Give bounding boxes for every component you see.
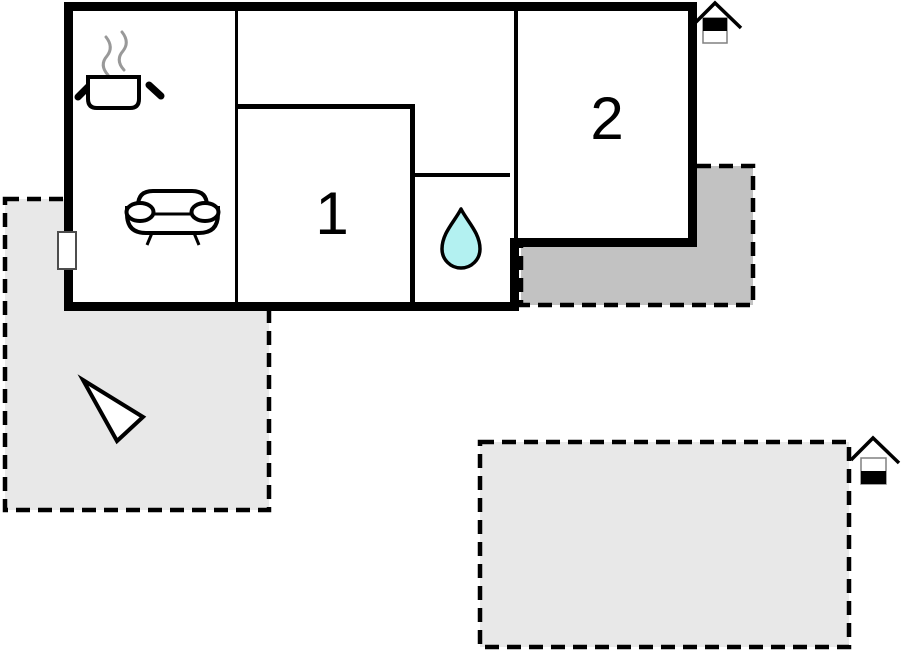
house-icon-top-right: [692, 0, 743, 44]
wall-room1-top: [237, 104, 415, 109]
sofa-armrest-left: [124, 201, 156, 223]
building-footprint: [64, 2, 697, 311]
room-2-label: 2: [590, 85, 623, 152]
steam-line-right: [117, 30, 128, 72]
walls: [64, 2, 697, 311]
wall-room2-bottom: [510, 238, 697, 247]
terrace-bottom-right: [477, 439, 852, 650]
wall-room2-left: [514, 11, 518, 238]
sofa-icon: [124, 189, 221, 246]
wall-right: [688, 2, 697, 247]
wall-bathroom-top: [415, 173, 510, 177]
wall-bathroom-right: [510, 238, 519, 311]
room-1-label: 1: [315, 180, 348, 247]
wall-living-divider: [235, 11, 238, 302]
compass-arrow-icon: [77, 374, 147, 445]
sofa-leg-left: [145, 232, 154, 246]
stove-icon: [74, 30, 165, 110]
pot-body: [86, 75, 141, 110]
wall-top: [64, 2, 697, 11]
steam-lines: [101, 30, 128, 77]
door-icon: [57, 231, 77, 270]
house-roof: [692, 0, 743, 30]
pot-handle-right: [145, 81, 165, 100]
sofa-armrest-right: [189, 201, 221, 223]
wall-left: [64, 2, 73, 311]
house-body-filled-half: [861, 471, 886, 484]
steam-line-left: [101, 35, 112, 77]
wall-bottom: [64, 302, 519, 311]
water-drop-icon: [440, 207, 482, 270]
sofa-leg-right: [192, 232, 201, 246]
wall-room1-right: [410, 104, 415, 302]
house-icon-bottom-right: [849, 435, 901, 485]
house-roof: [849, 435, 901, 465]
house-body-filled-half: [703, 18, 727, 31]
